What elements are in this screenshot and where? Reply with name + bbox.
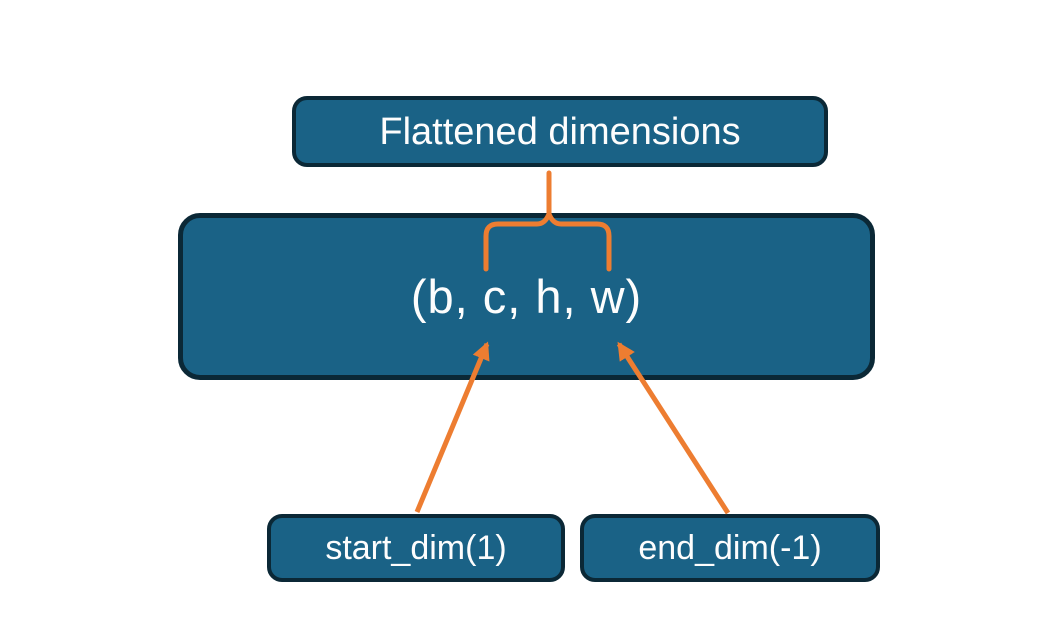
end-dim-label: end_dim(-1)	[638, 529, 822, 567]
tensor-shape-label: (b, c, h, w)	[410, 270, 643, 323]
tensor-shape-node: (b, c, h, w)	[178, 213, 875, 380]
end-dim-node: end_dim(-1)	[580, 514, 880, 582]
start-dim-node: start_dim(1)	[267, 514, 565, 582]
flattened-dimensions-node: Flattened dimensions	[292, 96, 828, 167]
flattened-dimensions-label: Flattened dimensions	[379, 110, 741, 153]
start-dim-label: start_dim(1)	[325, 529, 507, 567]
